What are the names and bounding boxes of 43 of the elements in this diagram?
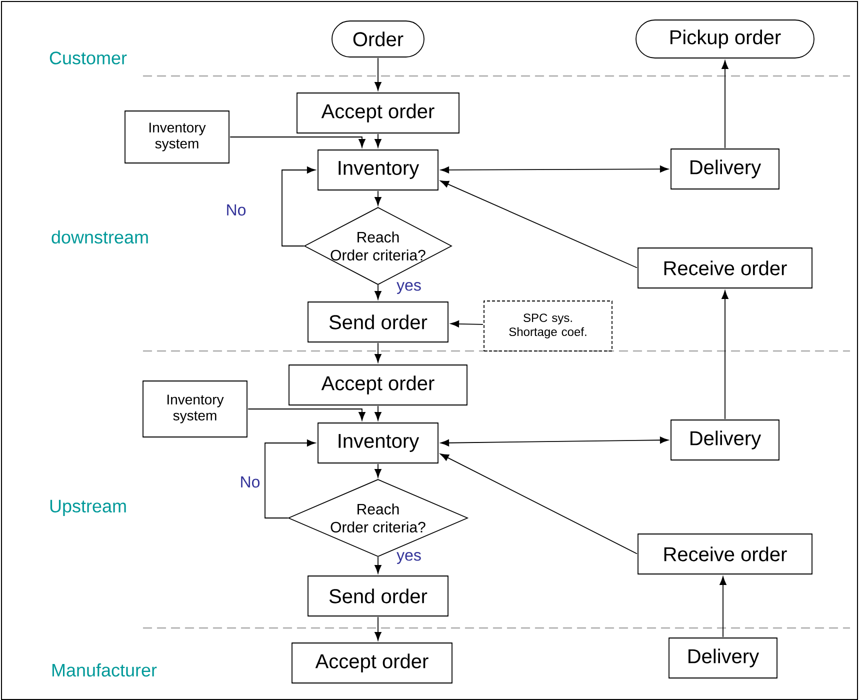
- edge-label: yes: [396, 282, 421, 294]
- arrow: [374, 464, 382, 478]
- edge-label: No: [227, 204, 246, 216]
- input-box: Inventory system: [124, 110, 230, 164]
- process-box: Delivery: [670, 148, 780, 190]
- arrow: [374, 190, 382, 206]
- process-box: Send order: [308, 302, 448, 342]
- arrow: [374, 58, 382, 91]
- process-box: Receive order: [638, 248, 812, 288]
- arrow: [248, 408, 366, 421]
- process-box: Send order: [308, 576, 448, 616]
- arrow: [374, 134, 382, 148]
- lane-label: Customer: [50, 52, 127, 64]
- process-box: Delivery: [670, 420, 780, 460]
- process-box: Accept order: [292, 642, 452, 684]
- lane-label: downstream: [52, 230, 148, 244]
- arrow: [440, 180, 638, 268]
- process-box: Delivery: [668, 638, 778, 678]
- arrow: [374, 284, 382, 300]
- arrow: [440, 166, 669, 174]
- arrow: [264, 440, 316, 518]
- arrow: [440, 436, 669, 446]
- lane-label: Manufacturer: [52, 663, 157, 677]
- arrow: [374, 342, 382, 363]
- arrow: [374, 556, 382, 574]
- edge-label: No: [241, 476, 260, 488]
- process-box: Accept order: [296, 92, 460, 134]
- arrow: [282, 166, 316, 246]
- process-box: Receive order: [638, 534, 812, 574]
- arrow: [440, 454, 638, 554]
- arrow: [230, 136, 366, 148]
- arrow: [450, 320, 484, 328]
- arrow: [374, 406, 382, 421]
- lane-label: Upstream: [50, 500, 126, 516]
- arrow: [722, 60, 728, 148]
- input-box: Inventory system: [142, 380, 248, 438]
- arrow: [722, 290, 728, 420]
- note-box: SPC sys. Shortage coef.: [484, 300, 612, 352]
- process-box: Inventory: [318, 150, 438, 190]
- arrow: [374, 616, 382, 641]
- process-box: Accept order: [288, 364, 468, 406]
- process-box: Inventory: [318, 422, 438, 464]
- arrow: [720, 576, 726, 638]
